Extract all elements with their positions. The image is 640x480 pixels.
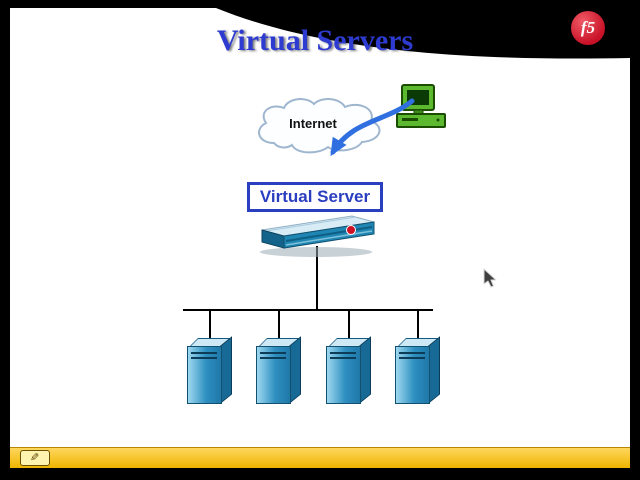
f5-logo-text: f5 xyxy=(580,18,596,37)
server-tower-body xyxy=(325,336,372,404)
server-tower xyxy=(251,311,307,411)
pencil-glyph: ✎ xyxy=(30,451,40,464)
server-vent xyxy=(398,352,425,354)
server-vent xyxy=(191,352,217,354)
server-front-face xyxy=(187,346,222,404)
mouse-pointer-icon xyxy=(483,268,497,288)
server-tower xyxy=(182,311,238,411)
pencil-annotation-icon[interactable]: ✎ xyxy=(20,450,50,466)
server-connector-line xyxy=(278,311,281,338)
virtual-server-box: Virtual Server xyxy=(247,182,383,212)
server-tower-body xyxy=(187,336,233,404)
server-front-face xyxy=(394,346,430,404)
server-vent xyxy=(191,357,217,359)
server-connector-line xyxy=(209,311,211,338)
server-vent xyxy=(329,352,356,354)
slide-title: Virtual Servers xyxy=(216,24,414,57)
server-vent xyxy=(329,357,356,359)
server-connector-line xyxy=(347,311,350,338)
internet-label: Internet xyxy=(289,116,337,131)
server-tower xyxy=(321,311,377,411)
server-front-face xyxy=(325,346,361,404)
virtual-server-label: Virtual Server xyxy=(259,187,371,206)
server-connector-line xyxy=(416,311,419,338)
server-tower xyxy=(390,311,446,411)
server-front-face xyxy=(256,346,292,404)
server-tower-body xyxy=(256,336,302,404)
bottom-toolbar: ✎ xyxy=(10,447,630,468)
server-vent xyxy=(260,357,287,359)
server-row xyxy=(182,311,446,421)
server-vent xyxy=(260,352,287,354)
server-vent xyxy=(398,357,425,359)
server-tower-body xyxy=(394,336,441,404)
f5-logo: f5 xyxy=(571,11,605,45)
